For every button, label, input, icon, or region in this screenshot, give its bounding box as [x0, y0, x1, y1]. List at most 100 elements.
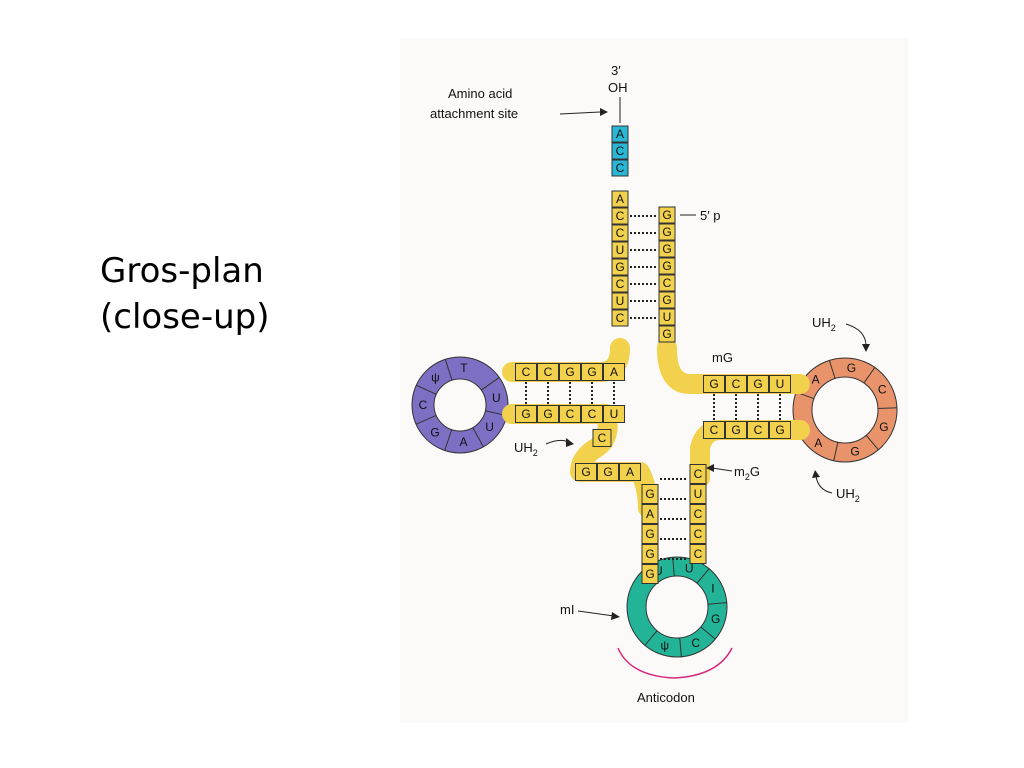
- anticodon-stem-right-cell: [689, 524, 707, 544]
- t-stem-top-letter: C: [522, 365, 531, 379]
- acceptor-3prime-letter: A: [616, 127, 624, 141]
- t-loop-letter: G: [430, 425, 439, 439]
- variable-region-cell: [619, 463, 641, 481]
- anticodon-stem-right-cell: [689, 464, 707, 484]
- anticodon-stem-left-letter: G: [645, 487, 654, 501]
- d-stem-bottom-letter: C: [754, 423, 763, 437]
- label-uh2-right: UH2: [836, 486, 860, 504]
- label-oh: OH: [608, 80, 628, 95]
- mi-arrow: [577, 610, 615, 617]
- anticodon-stem-right-letter: C: [694, 527, 703, 541]
- m2g-arrow: [711, 467, 733, 472]
- acceptor-right-letter: U: [663, 310, 672, 324]
- d-loop-outer-edge: [792, 357, 898, 463]
- label-3-prime: 3′: [611, 63, 621, 78]
- anticodon-loop-letter: C: [691, 636, 700, 650]
- uh2-right-arrowhead: [812, 470, 820, 478]
- acceptor-right-cell: [658, 274, 676, 292]
- d-loop-letter: G: [847, 361, 856, 375]
- acceptor-right-cell: [658, 240, 676, 258]
- acceptor-left-cell: [611, 224, 629, 242]
- anticodon-loop-inner-edge: [645, 575, 709, 639]
- acceptor-right-cell: [658, 257, 676, 275]
- acceptor-right-letter: G: [662, 208, 671, 222]
- trna-cloverleaf-svg: UUAGCψTAGCGGAψCGIUUACCACCUGCUCGGGGCGUGCC…: [411, 63, 898, 705]
- d-stem-bottom-letter: G: [731, 423, 740, 437]
- acceptor-left-cell: [611, 258, 629, 276]
- anticodon-loop-letter: G: [711, 612, 720, 626]
- variable-region-letter: G: [581, 465, 590, 479]
- label-m2g: m2G: [734, 464, 760, 482]
- uh2-left-arrowhead: [566, 438, 574, 447]
- title-line-close-up: (close-up): [100, 297, 270, 337]
- label-mg: mG: [712, 350, 733, 365]
- variable-region-letter: G: [603, 465, 612, 479]
- loop-bands: [411, 356, 898, 658]
- d-loop-divider: [863, 367, 876, 384]
- acceptor-right-cell: [658, 206, 676, 224]
- t-loop-letter: U: [485, 420, 494, 434]
- label-amino-acid: Amino acid: [448, 86, 512, 101]
- label-5-prime-p: 5′ p: [700, 208, 721, 223]
- anticodon-stem-left-cell: [641, 504, 659, 524]
- acceptor-right-letter: C: [663, 276, 672, 290]
- anticodon-stem-right-letter: C: [694, 547, 703, 561]
- anticodon-stem-left-cell: [641, 524, 659, 544]
- acceptor-left-letter: C: [616, 226, 625, 240]
- anticodon-loop-divider: [696, 568, 710, 584]
- d-loop-divider: [828, 360, 836, 379]
- t-stem-bottom-cell: [515, 405, 537, 423]
- t-stem-top-cell: [537, 363, 559, 381]
- label-uh2-top: UH2: [812, 315, 836, 333]
- acceptor-left-cell: [611, 241, 629, 259]
- amino-arrow: [559, 111, 601, 115]
- label-uh2-left: UH2: [514, 440, 538, 458]
- d-stem-top-cell: [703, 375, 725, 393]
- d-loop-inner-edge: [811, 376, 879, 444]
- t-loop-letter: A: [459, 435, 467, 449]
- variable-region-cell: [597, 463, 619, 481]
- d-loop-divider: [833, 442, 839, 461]
- acceptor-right-letter: G: [662, 259, 671, 273]
- t-stem-bottom-cell: [559, 405, 581, 423]
- m2g-arrowhead: [706, 464, 714, 472]
- t-stem-top-cell: [603, 363, 625, 381]
- title-line-gros-plan: Gros-plan: [100, 251, 264, 291]
- acceptor-right-cell: [658, 223, 676, 241]
- anticodon-stem-right-letter: C: [694, 507, 703, 521]
- acceptor-3prime-cell: [611, 125, 629, 143]
- t-loop-letter: C: [419, 398, 428, 412]
- d-loop-divider: [865, 434, 879, 451]
- anticodon-loop-letter: U: [685, 561, 694, 575]
- anticodon-stem-left-letter: G: [645, 527, 654, 541]
- t-loop-letter: ψ: [431, 370, 440, 384]
- d-stem-top-letter: G: [753, 377, 762, 391]
- acceptor-left-cell: [611, 275, 629, 293]
- anticodon-loop-divider: [679, 637, 682, 657]
- label-anticodon: Anticodon: [637, 690, 695, 705]
- acceptor-left-letter: A: [616, 192, 624, 206]
- acceptor-left-letter: U: [616, 294, 625, 308]
- t-loop-band: [412, 357, 508, 453]
- anticodon-stem-left-letter: G: [645, 567, 654, 581]
- acceptor-left-cell: [611, 292, 629, 310]
- d-loop-divider: [877, 407, 897, 410]
- d-loop-band: [793, 358, 897, 462]
- t-stem-bottom-letter: U: [610, 407, 619, 421]
- anticodon-loop-letter: ψ: [661, 639, 670, 653]
- uh2-top-arrowhead: [862, 344, 870, 352]
- acceptor-right-cell: [658, 291, 676, 309]
- d-loop-letter: A: [814, 436, 822, 450]
- t-stem-bottom-cell: [537, 405, 559, 423]
- t-loop-divider: [472, 427, 484, 448]
- t-stem-top-letter: G: [587, 365, 596, 379]
- acceptor-left-letter: C: [616, 311, 625, 325]
- acceptor-left-letter: G: [615, 260, 624, 274]
- anticodon-loop-band: [627, 557, 727, 657]
- acceptor-left-letter: C: [616, 209, 625, 223]
- acceptor-right-cell: [658, 325, 676, 343]
- anticodon-bracket: [617, 647, 733, 679]
- anticodon-stem-left-letter: G: [645, 547, 654, 561]
- base-pair-dots: [525, 215, 781, 560]
- acceptor-3prime-letter: C: [616, 144, 625, 158]
